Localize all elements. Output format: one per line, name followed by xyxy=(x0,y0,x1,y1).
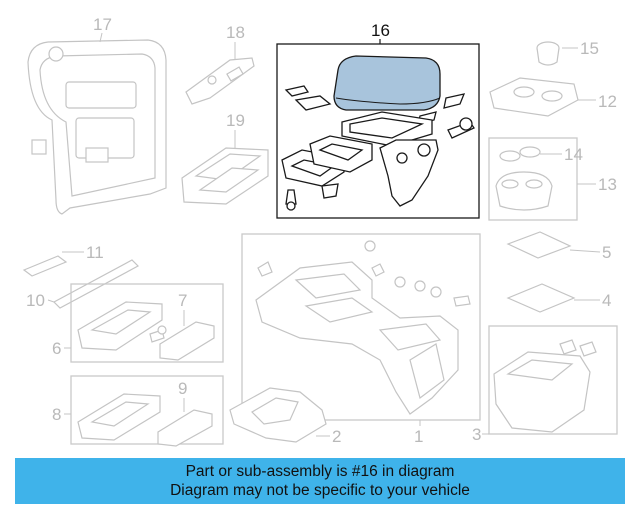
part-19-tray xyxy=(181,147,269,205)
part-7-insert xyxy=(157,321,215,361)
callout-19[interactable]: 19 xyxy=(226,111,245,130)
part-11-strip xyxy=(22,255,68,277)
part-12-cupholder xyxy=(489,77,579,117)
part-16-armrest-assembly xyxy=(281,55,475,211)
callout-14[interactable]: 14 xyxy=(564,145,583,164)
callout-9[interactable]: 9 xyxy=(178,379,187,398)
callout-2[interactable]: 2 xyxy=(332,427,341,446)
part-9-insert xyxy=(157,409,213,447)
part-8-group xyxy=(70,375,224,445)
part-3-group xyxy=(488,325,618,435)
callout-4[interactable]: 4 xyxy=(602,291,611,310)
part-17-bezel xyxy=(27,39,167,215)
callout-6[interactable]: 6 xyxy=(52,339,61,358)
callout-3[interactable]: 3 xyxy=(472,425,481,444)
banner-line-1: Part or sub-assembly is #16 in diagram xyxy=(185,463,455,480)
parts-diagram: 17 18 19 16 xyxy=(22,15,618,447)
callout-17[interactable]: 17 xyxy=(93,15,112,34)
callout-12[interactable]: 12 xyxy=(598,92,617,111)
part-16-lid[interactable] xyxy=(333,55,441,111)
callout-11[interactable]: 11 xyxy=(86,243,104,262)
part-13-cup-insert xyxy=(495,171,553,211)
callout-15[interactable]: 15 xyxy=(580,39,599,58)
part-15-cup xyxy=(536,41,560,66)
callout-1[interactable]: 1 xyxy=(414,427,423,446)
part-4-pad xyxy=(506,283,576,313)
part-1-console xyxy=(255,240,471,415)
part-18-bracket xyxy=(185,57,255,105)
callout-8[interactable]: 8 xyxy=(52,405,61,424)
part-2-bracket xyxy=(229,387,327,443)
callout-13[interactable]: 13 xyxy=(598,175,617,194)
part-8-panel xyxy=(77,393,161,441)
callout-7[interactable]: 7 xyxy=(178,291,187,310)
callout-5[interactable]: 5 xyxy=(602,243,611,262)
part-3-storage-bin xyxy=(493,339,597,433)
part-13-group xyxy=(488,137,578,221)
part-5-pad xyxy=(506,231,572,259)
banner-line-2: Diagram may not be specific to your vehi… xyxy=(170,482,470,499)
info-banner: Part or sub-assembly is #16 in diagram D… xyxy=(15,458,625,504)
part-6-panel xyxy=(77,301,165,351)
part-1-group xyxy=(241,233,481,421)
callout-16[interactable]: 16 xyxy=(371,21,390,40)
callout-10[interactable]: 10 xyxy=(26,291,45,310)
callout-18[interactable]: 18 xyxy=(226,23,245,42)
part-14-ring xyxy=(499,146,541,162)
part-6-group xyxy=(70,283,224,363)
